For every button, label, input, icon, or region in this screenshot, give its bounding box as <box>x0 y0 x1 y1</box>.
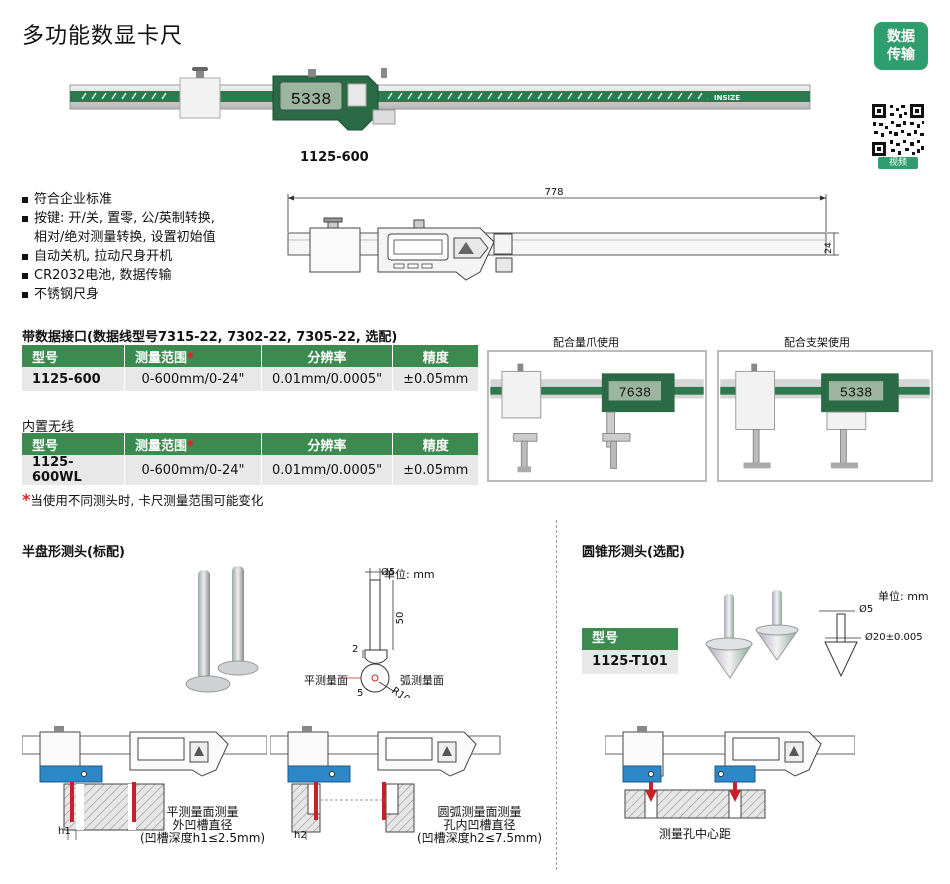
photo2-lcd: 5338 <box>840 387 873 402</box>
table2-heading: 内置无线 <box>22 420 75 435</box>
hole-center-measure-diagram <box>605 726 855 819</box>
range-note: *当使用不同测头时, 卡尺测量范围可能变化 <box>22 490 263 509</box>
h2-label: h2 <box>294 830 307 841</box>
length-dim-label: 778 <box>544 188 563 198</box>
caption-line: (凹槽深度h2≤7.5mm) <box>416 831 543 845</box>
cone-table-value: 1125-T101 <box>582 650 678 674</box>
note-text: 当使用不同测头时, 卡尺测量范围可能变化 <box>30 493 264 508</box>
cone-probe-drawing: Ø5 Ø20±0.005 <box>819 603 923 678</box>
right-unit-label: 单位: mm <box>878 590 929 603</box>
h1-label: h1 <box>58 826 71 837</box>
header-range-text: 测量范围 <box>135 350 188 366</box>
page-title: 多功能数显卡尺 <box>22 24 184 49</box>
caption-line: (凹槽深度h1≤2.5mm) <box>139 831 266 845</box>
header-range-text: 测量范围 <box>135 438 188 454</box>
arc-face-label: 弧测量面 <box>400 674 444 687</box>
cell-range: 0-600mm/0-24" <box>124 367 262 391</box>
header-resolution: 分辨率 <box>261 433 394 455</box>
star-mark: * <box>187 438 194 454</box>
left-section-heading: 半盘形测头(标配) <box>22 545 125 560</box>
cell-accuracy: ±0.05mm <box>392 455 480 485</box>
flat-face-label: 平测量面 <box>304 674 348 687</box>
header-range: 测量范围* <box>124 345 262 367</box>
photo1-caption: 配合量爪使用 <box>553 336 619 349</box>
caption-line: 孔内凹槽直径 <box>443 818 516 832</box>
cell-range: 0-600mm/0-24" <box>124 455 262 485</box>
feature-list: 符合企业标准 按键: 开/关, 置零, 公/英制转换, 相对/绝对测量转换, 设… <box>22 190 216 304</box>
header-resolution: 分辨率 <box>261 345 394 367</box>
header-model: 型号 <box>22 433 125 455</box>
hero-model-caption: 1125-600 <box>300 150 369 165</box>
hero-lcd-value: 5338 <box>291 91 332 110</box>
arc-measure-caption: 圆弧测量面测量 孔内凹槽直径 (凹槽深度h2≤7.5mm) <box>412 806 547 845</box>
photo-with-stand: 5338 <box>717 350 933 482</box>
flat-measure-caption: 平测量面测量 外凹槽直径 (凹槽深度h1≤2.5mm) <box>130 806 275 845</box>
photo1-lcd: 7638 <box>619 387 652 402</box>
header-accuracy: 精度 <box>392 433 480 455</box>
qr-code-icon[interactable] <box>870 102 926 158</box>
dim-two-label: 2 <box>352 644 358 655</box>
header-range: 测量范围* <box>124 433 262 455</box>
qr-video-label: 视频 <box>878 157 918 169</box>
brand-logo: INSIZE <box>714 94 740 102</box>
feature-item: 相对/绝对测量转换, 设置初始值 <box>34 230 216 245</box>
photo2-caption: 配合支架使用 <box>784 336 850 349</box>
cell-resolution: 0.01mm/0.0005" <box>261 367 394 391</box>
disc-probes-image <box>185 566 259 693</box>
cone-table-header: 型号 <box>582 628 678 650</box>
spec-table-wired: 型号 测量范围* 分辨率 精度 1125-600 0-600mm/0-24" 0… <box>22 345 480 391</box>
data-transfer-badge: 数据 传输 <box>874 22 928 70</box>
photo-with-jaws: 7638 <box>487 350 707 482</box>
right-section-heading: 圆锥形测头(选配) <box>582 545 685 560</box>
cone-model-table: 型号 1125-T101 <box>582 628 678 674</box>
feature-item: 自动关机, 拉动尺身开机 <box>22 247 216 266</box>
caption-line: 圆弧测量面测量 <box>437 805 522 819</box>
header-accuracy: 精度 <box>392 345 480 367</box>
star-mark: * <box>187 350 194 366</box>
flat-face-measure-diagram: h1 <box>22 726 267 840</box>
table1-heading: 带数据接口(数据线型号7315-22, 7302-22, 7305-22, 选配… <box>22 330 398 345</box>
caption-line: 平测量面测量 <box>166 805 239 819</box>
badge-line2: 传输 <box>887 47 915 63</box>
feature-item: 不锈钢尺身 <box>22 285 216 304</box>
cell-resolution: 0.01mm/0.0005" <box>261 455 394 485</box>
star-mark: * <box>22 490 31 509</box>
feature-item: 符合企业标准 <box>22 190 216 209</box>
cone-dim-base-label: Ø20±0.005 <box>865 631 923 643</box>
height-dim-label: 24 <box>824 242 834 254</box>
caliper-technical-drawing: 778 24 <box>287 188 839 281</box>
feature-item: CR2032电池, 数据传输 <box>22 266 216 285</box>
arc-face-measure-diagram: h2 <box>270 726 501 841</box>
cell-model: 1125-600 <box>22 367 125 391</box>
cone-dim-dia-label: Ø5 <box>859 603 873 615</box>
dim-five-label: 5 <box>357 688 363 698</box>
feature-item: 按键: 开/关, 置零, 公/英制转换, <box>22 209 216 228</box>
disc-probe-drawing: Ø5 50 2 5 R10 <box>339 566 412 698</box>
cone-probes-image <box>705 590 799 679</box>
header-model: 型号 <box>22 345 125 367</box>
dim-len-label: 50 <box>395 612 406 625</box>
caliper-product-image: 5338 INSIZE <box>69 67 811 131</box>
cell-accuracy: ±0.05mm <box>392 367 480 391</box>
section-divider <box>556 520 557 870</box>
spec-table-wireless: 型号 测量范围* 分辨率 精度 1125-600WL 0-600mm/0-24"… <box>22 433 480 485</box>
dim-dia-label: Ø5 <box>381 566 395 578</box>
hole-center-caption: 测量孔中心距 <box>658 827 731 841</box>
caption-line: 外凹槽直径 <box>172 818 233 832</box>
left-unit-label: 单位: mm <box>384 568 435 581</box>
cell-model: 1125-600WL <box>22 455 125 485</box>
badge-line1: 数据 <box>887 29 915 45</box>
